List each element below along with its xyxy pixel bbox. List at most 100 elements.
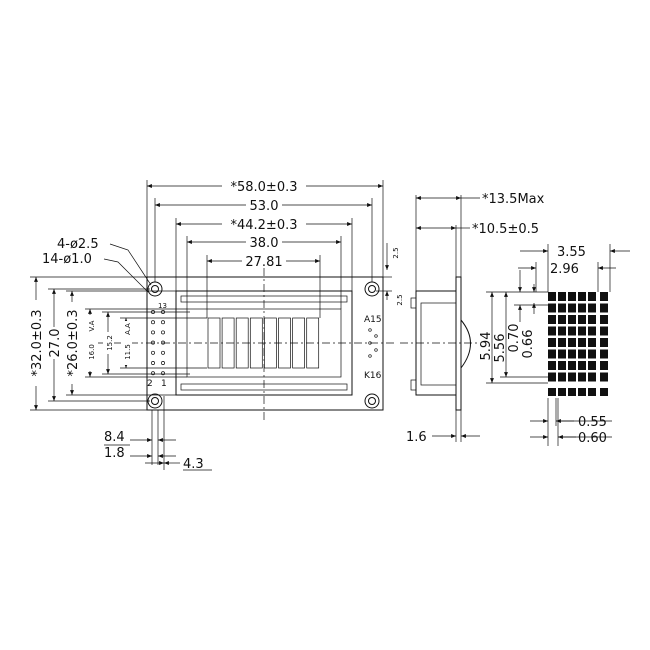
dot-pixel: [600, 292, 608, 301]
dot-pixel: [578, 303, 586, 313]
backlight-pins: [368, 328, 378, 358]
dot-pixel: [568, 292, 576, 301]
cursor-dot: [548, 388, 556, 396]
module-outline: [146, 276, 384, 411]
label-cathode: K16: [364, 371, 382, 381]
dot-pixel: [588, 338, 596, 347]
dot-pixel: [548, 349, 556, 359]
dim-hole-pitch-x: 53.0: [250, 199, 279, 214]
dot-pixel: [558, 349, 566, 359]
dot-pixel: [558, 326, 566, 336]
cursor-dot: [588, 388, 596, 396]
dim-inner-height: 15.2: [106, 335, 114, 351]
character-detail: 3.55 2.96 5.94 5.56 0.70 0.66 0.55 0.60: [479, 244, 630, 446]
dim-bezel-height: *26.0±0.3: [66, 309, 81, 376]
dot-pixel: [578, 372, 586, 382]
mount-hole: [364, 281, 380, 297]
label-pin-2: 2: [147, 379, 153, 389]
dot-pixel: [578, 361, 586, 370]
pin-hole: [161, 320, 165, 325]
dim-dot-area-height: 5.56: [493, 334, 508, 363]
dot-pixel: [558, 292, 566, 301]
dot-pixel: [548, 315, 556, 324]
dot-pixel: [548, 292, 556, 301]
dim-total-thickness: *13.5Max: [482, 192, 545, 207]
dot-pixel: [588, 315, 596, 324]
label-mount-holes: 4-ø2.5: [57, 237, 99, 252]
dot-pixel: [578, 349, 586, 359]
dot-pixel: [548, 303, 556, 313]
dot-pixel: [578, 326, 586, 336]
dot-pixel: [600, 372, 608, 382]
pin-header: [151, 310, 165, 376]
mount-hole: [147, 393, 163, 409]
dot-pixel: [558, 338, 566, 347]
dot-pixel: [548, 372, 556, 382]
dot-pixel: [578, 338, 586, 347]
dot-pixel: [588, 349, 596, 359]
dot-pixel: [600, 349, 608, 359]
dim-bottom-offset: 8.4: [104, 430, 125, 445]
dim-dot-height: 0.66: [521, 330, 536, 359]
dim-bezel-width: *44.2±0.3: [230, 218, 297, 233]
pin-hole: [161, 330, 165, 335]
dot-pixel: [578, 292, 586, 301]
dim-dot-pitch-x: 0.60: [578, 431, 607, 446]
dim-view-area-width: 38.0: [250, 236, 279, 251]
dim-dot-area-width: 2.96: [550, 262, 579, 277]
dim-active-area-width: 27.81: [245, 255, 282, 270]
label-pin-13: 13: [158, 302, 167, 310]
label-pin-1: 1: [161, 379, 167, 389]
dot-pixel: [548, 326, 556, 336]
dim-char-height: 5.94: [479, 332, 494, 361]
pin-hole: [161, 340, 165, 345]
pin-hole: [151, 330, 155, 335]
pin-hole: [161, 371, 165, 376]
dot-pixel: [568, 303, 576, 313]
dim-active-area-height: 11.5: [124, 344, 132, 360]
dim-top-margin: 2.5: [392, 247, 400, 258]
dot-pixel: [558, 315, 566, 324]
label-view-area: V.A: [88, 320, 96, 331]
front-view: *58.0±0.3 53.0 *44.2±0.3 38.0 27.81 4-ø2…: [30, 178, 404, 472]
side-lcd-glass: [420, 302, 457, 386]
dot-pixel: [600, 361, 608, 370]
character-cell: [207, 317, 221, 369]
pin-hole: [151, 320, 155, 325]
cursor-dot: [578, 388, 586, 396]
dim-pin-offset: 1.8: [104, 446, 125, 461]
mount-hole: [364, 393, 380, 409]
dot-pixel: [558, 361, 566, 370]
side-view: *13.5Max *10.5±0.5 1.6: [400, 192, 545, 445]
cursor-dot: [568, 388, 576, 396]
dot-pixel: [600, 315, 608, 324]
side-ic-blob: [460, 319, 471, 369]
dot-pixel: [588, 292, 596, 301]
label-anode: A15: [364, 315, 382, 325]
dim-view-area-height: 16.0: [88, 344, 96, 360]
pin-hole: [151, 340, 155, 345]
dot-pixel: [558, 372, 566, 382]
dim-right-margin: 2.5: [396, 294, 404, 305]
dot-pixel: [548, 361, 556, 370]
dot-pixel: [548, 338, 556, 347]
dim-module-thickness: *10.5±0.5: [472, 222, 539, 237]
dot-pixel: [588, 303, 596, 313]
dim-outline-width: *58.0±0.3: [230, 180, 297, 195]
pin-hole: [151, 350, 155, 355]
dot-matrix-grid: [548, 292, 608, 396]
dim-char-width: 3.55: [557, 245, 586, 260]
dot-pixel: [600, 326, 608, 336]
pin-hole: [161, 350, 165, 355]
dot-pixel: [558, 303, 566, 313]
dot-pixel: [588, 361, 596, 370]
label-pin-holes: 14-ø1.0: [42, 252, 92, 267]
dot-pixel: [588, 326, 596, 336]
dot-pixel: [568, 338, 576, 347]
dot-pixel: [578, 315, 586, 324]
cursor-dot: [558, 388, 566, 396]
dot-pixel: [568, 361, 576, 370]
dim-dot-pitch-y: 0.70: [507, 324, 522, 353]
dim-dot-width: 0.55: [578, 415, 607, 430]
